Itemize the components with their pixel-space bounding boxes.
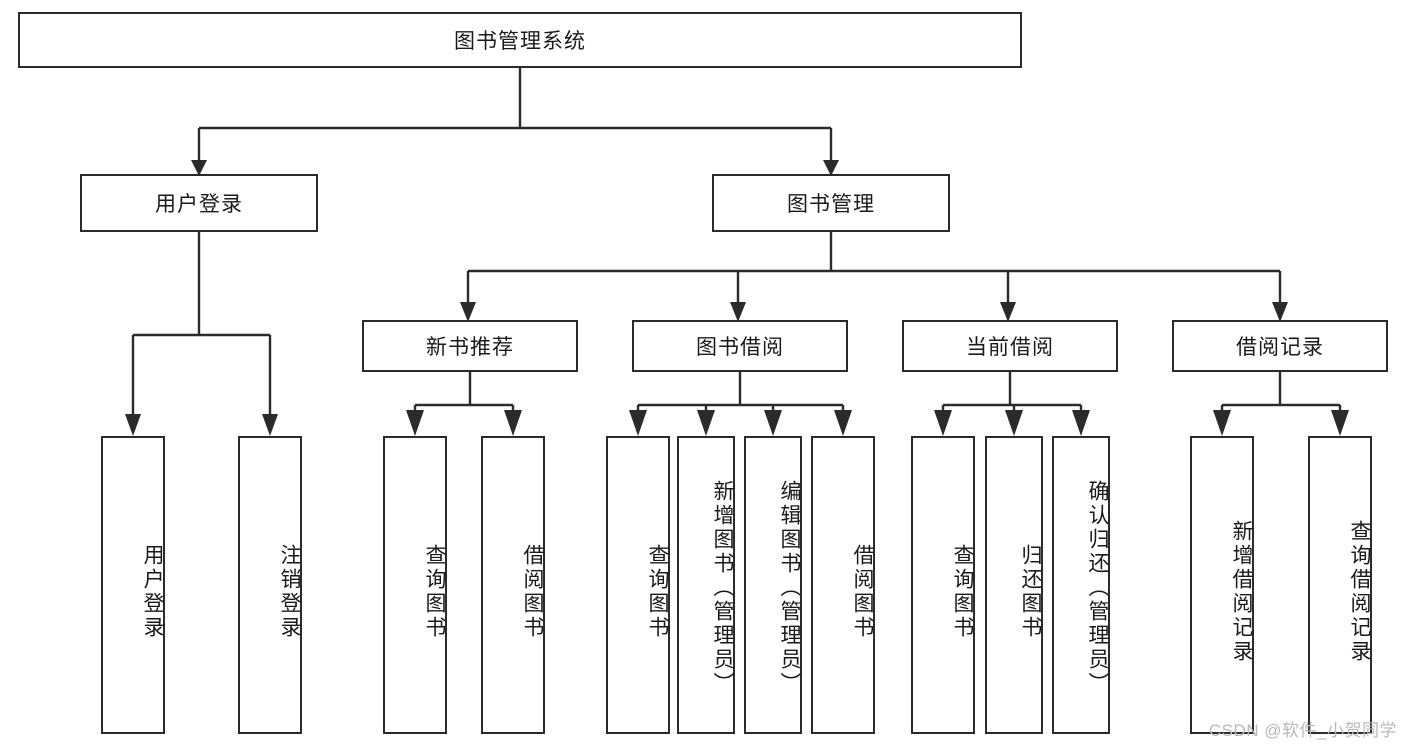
node-leaf-user-login[interactable]: 用户登录 [101, 436, 165, 734]
node-leaf-query-record[interactable]: 查询借阅记录 [1308, 436, 1372, 734]
arrowhead-leaf-query-book-3 [934, 410, 952, 436]
arrowhead-leaf-add-book [697, 410, 715, 436]
node-leaf-query-book-1-label: 查询图书 [423, 544, 446, 640]
node-root-label: 图书管理系统 [454, 30, 586, 53]
node-leaf-logout-label: 注销登录 [278, 544, 301, 640]
node-leaf-logout[interactable]: 注销登录 [238, 436, 302, 734]
node-leaf-add-record-label: 新增借阅记录 [1230, 520, 1253, 664]
node-leaf-query-book-1[interactable]: 查询图书 [383, 436, 447, 734]
arrowhead-new-book-rec [460, 302, 476, 322]
node-leaf-borrow-book-2-label: 借阅图书 [851, 544, 874, 640]
arrowhead-current-borrow [1000, 302, 1016, 322]
arrowhead-leaf-logout [262, 414, 278, 436]
arrowhead-leaf-confirm-return [1072, 410, 1090, 436]
node-book-manage[interactable]: 图书管理 [712, 174, 950, 232]
arrowhead-book-borrow [730, 302, 746, 322]
node-new-book-rec-label: 新书推荐 [426, 336, 514, 359]
node-leaf-confirm-return-label: 确认归还（管理员） [1086, 480, 1109, 696]
arrowhead-leaf-query-record [1331, 410, 1349, 436]
node-leaf-borrow-book-1[interactable]: 借阅图书 [481, 436, 545, 734]
node-root[interactable]: 图书管理系统 [18, 12, 1022, 68]
node-leaf-add-book-label: 新增图书（管理员） [711, 480, 734, 696]
node-book-borrow-label: 图书借阅 [696, 336, 784, 359]
arrowhead-leaf-borrow-book-2 [834, 410, 852, 436]
node-leaf-query-record-label: 查询借阅记录 [1348, 520, 1371, 664]
node-leaf-return-book[interactable]: 归还图书 [985, 436, 1043, 734]
node-new-book-rec[interactable]: 新书推荐 [362, 320, 578, 372]
node-user-login[interactable]: 用户登录 [80, 174, 318, 232]
node-leaf-borrow-book-2[interactable]: 借阅图书 [811, 436, 875, 734]
node-leaf-return-book-label: 归还图书 [1019, 544, 1042, 640]
node-borrow-record[interactable]: 借阅记录 [1172, 320, 1388, 372]
node-current-borrow-label: 当前借阅 [966, 336, 1054, 359]
arrowhead-leaf-query-book-1 [406, 410, 424, 436]
node-book-borrow[interactable]: 图书借阅 [632, 320, 848, 372]
arrowhead-leaf-add-record [1213, 410, 1231, 436]
node-leaf-borrow-book-1-label: 借阅图书 [521, 544, 544, 640]
node-leaf-add-book[interactable]: 新增图书（管理员） [677, 436, 735, 734]
arrowhead-leaf-return-book [1005, 410, 1023, 436]
node-leaf-user-login-label: 用户登录 [141, 544, 164, 640]
arrowhead-leaf-edit-book [764, 410, 782, 436]
node-book-manage-label: 图书管理 [787, 193, 875, 216]
arrowhead-borrow-record [1272, 302, 1288, 322]
arrowhead-leaf-query-book-2 [629, 410, 647, 436]
node-leaf-confirm-return[interactable]: 确认归还（管理员） [1052, 436, 1110, 734]
node-leaf-query-book-2-label: 查询图书 [646, 544, 669, 640]
node-leaf-query-book-3-label: 查询图书 [951, 544, 974, 640]
node-user-login-label: 用户登录 [155, 193, 243, 216]
node-leaf-query-book-2[interactable]: 查询图书 [606, 436, 670, 734]
node-leaf-edit-book-label: 编辑图书（管理员） [778, 480, 801, 696]
watermark: CSDN @软件_小贺同学 [1208, 721, 1397, 740]
node-current-borrow[interactable]: 当前借阅 [902, 320, 1118, 372]
node-borrow-record-label: 借阅记录 [1236, 336, 1324, 359]
node-leaf-add-record[interactable]: 新增借阅记录 [1190, 436, 1254, 734]
arrowhead-leaf-borrow-book-1 [504, 410, 522, 436]
node-leaf-edit-book[interactable]: 编辑图书（管理员） [744, 436, 802, 734]
node-leaf-query-book-3[interactable]: 查询图书 [911, 436, 975, 734]
arrowhead-leaf-user-login [125, 414, 141, 436]
